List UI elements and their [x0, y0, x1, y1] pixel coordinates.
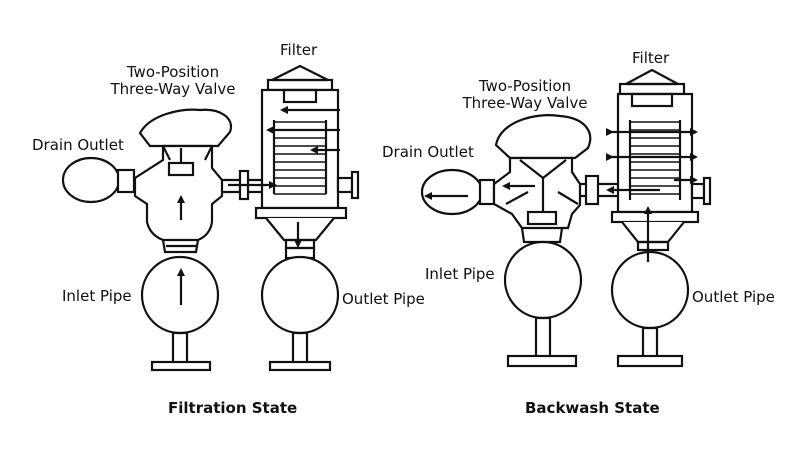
right-filter-side-port [690, 182, 706, 200]
backwash-diagram [420, 68, 712, 368]
right-valve-body [492, 156, 582, 230]
left-drain-outlet [61, 156, 121, 204]
left-filter-screen [274, 121, 326, 195]
right-drain-outlet [420, 168, 484, 216]
left-drain-connector [116, 168, 136, 194]
left-inlet-label: Inlet Pipe [62, 287, 132, 305]
left-inlet-base [150, 360, 212, 372]
left-drain-label: Drain Outlet [32, 136, 124, 154]
left-caption: Filtration State [168, 399, 298, 417]
right-outlet-base [616, 354, 684, 368]
right-inlet-label: Inlet Pipe [425, 265, 495, 283]
right-valve-label: Two-Position Three-Way Valve [462, 77, 588, 112]
left-valve-cap [138, 108, 233, 148]
left-filter-lid [271, 64, 329, 82]
right-caption: Backwash State [525, 399, 660, 417]
right-filter-lid [625, 68, 679, 86]
left-filter-side-port [336, 176, 354, 194]
right-outlet-label: Outlet Pipe [692, 288, 775, 306]
left-valve-body [133, 144, 224, 242]
right-inlet-base [506, 354, 578, 368]
right-filter-label: Filter [632, 49, 670, 67]
right-filter-base-flange [610, 210, 700, 224]
right-valve-cap [494, 114, 592, 160]
left-valve-label: Two-Position Three-Way Valve [110, 63, 236, 98]
right-drain-connector [478, 178, 496, 206]
left-outlet-base [268, 360, 332, 372]
right-drain-label: Drain Outlet [382, 143, 474, 161]
left-outlet-label: Outlet Pipe [342, 290, 425, 308]
left-filter-label: Filter [280, 41, 318, 59]
right-valve-plug [526, 210, 558, 226]
right-inlet-pipe [503, 240, 583, 320]
backwash-flow-arrows [424, 128, 698, 262]
left-filter-base-flange [254, 206, 348, 220]
filtration-diagram [61, 64, 360, 372]
right-valve-filter-flange [584, 174, 600, 206]
right-outlet-pipe [610, 250, 690, 330]
filtration-flow-arrows [177, 106, 340, 305]
left-outlet-pipe [260, 255, 340, 335]
